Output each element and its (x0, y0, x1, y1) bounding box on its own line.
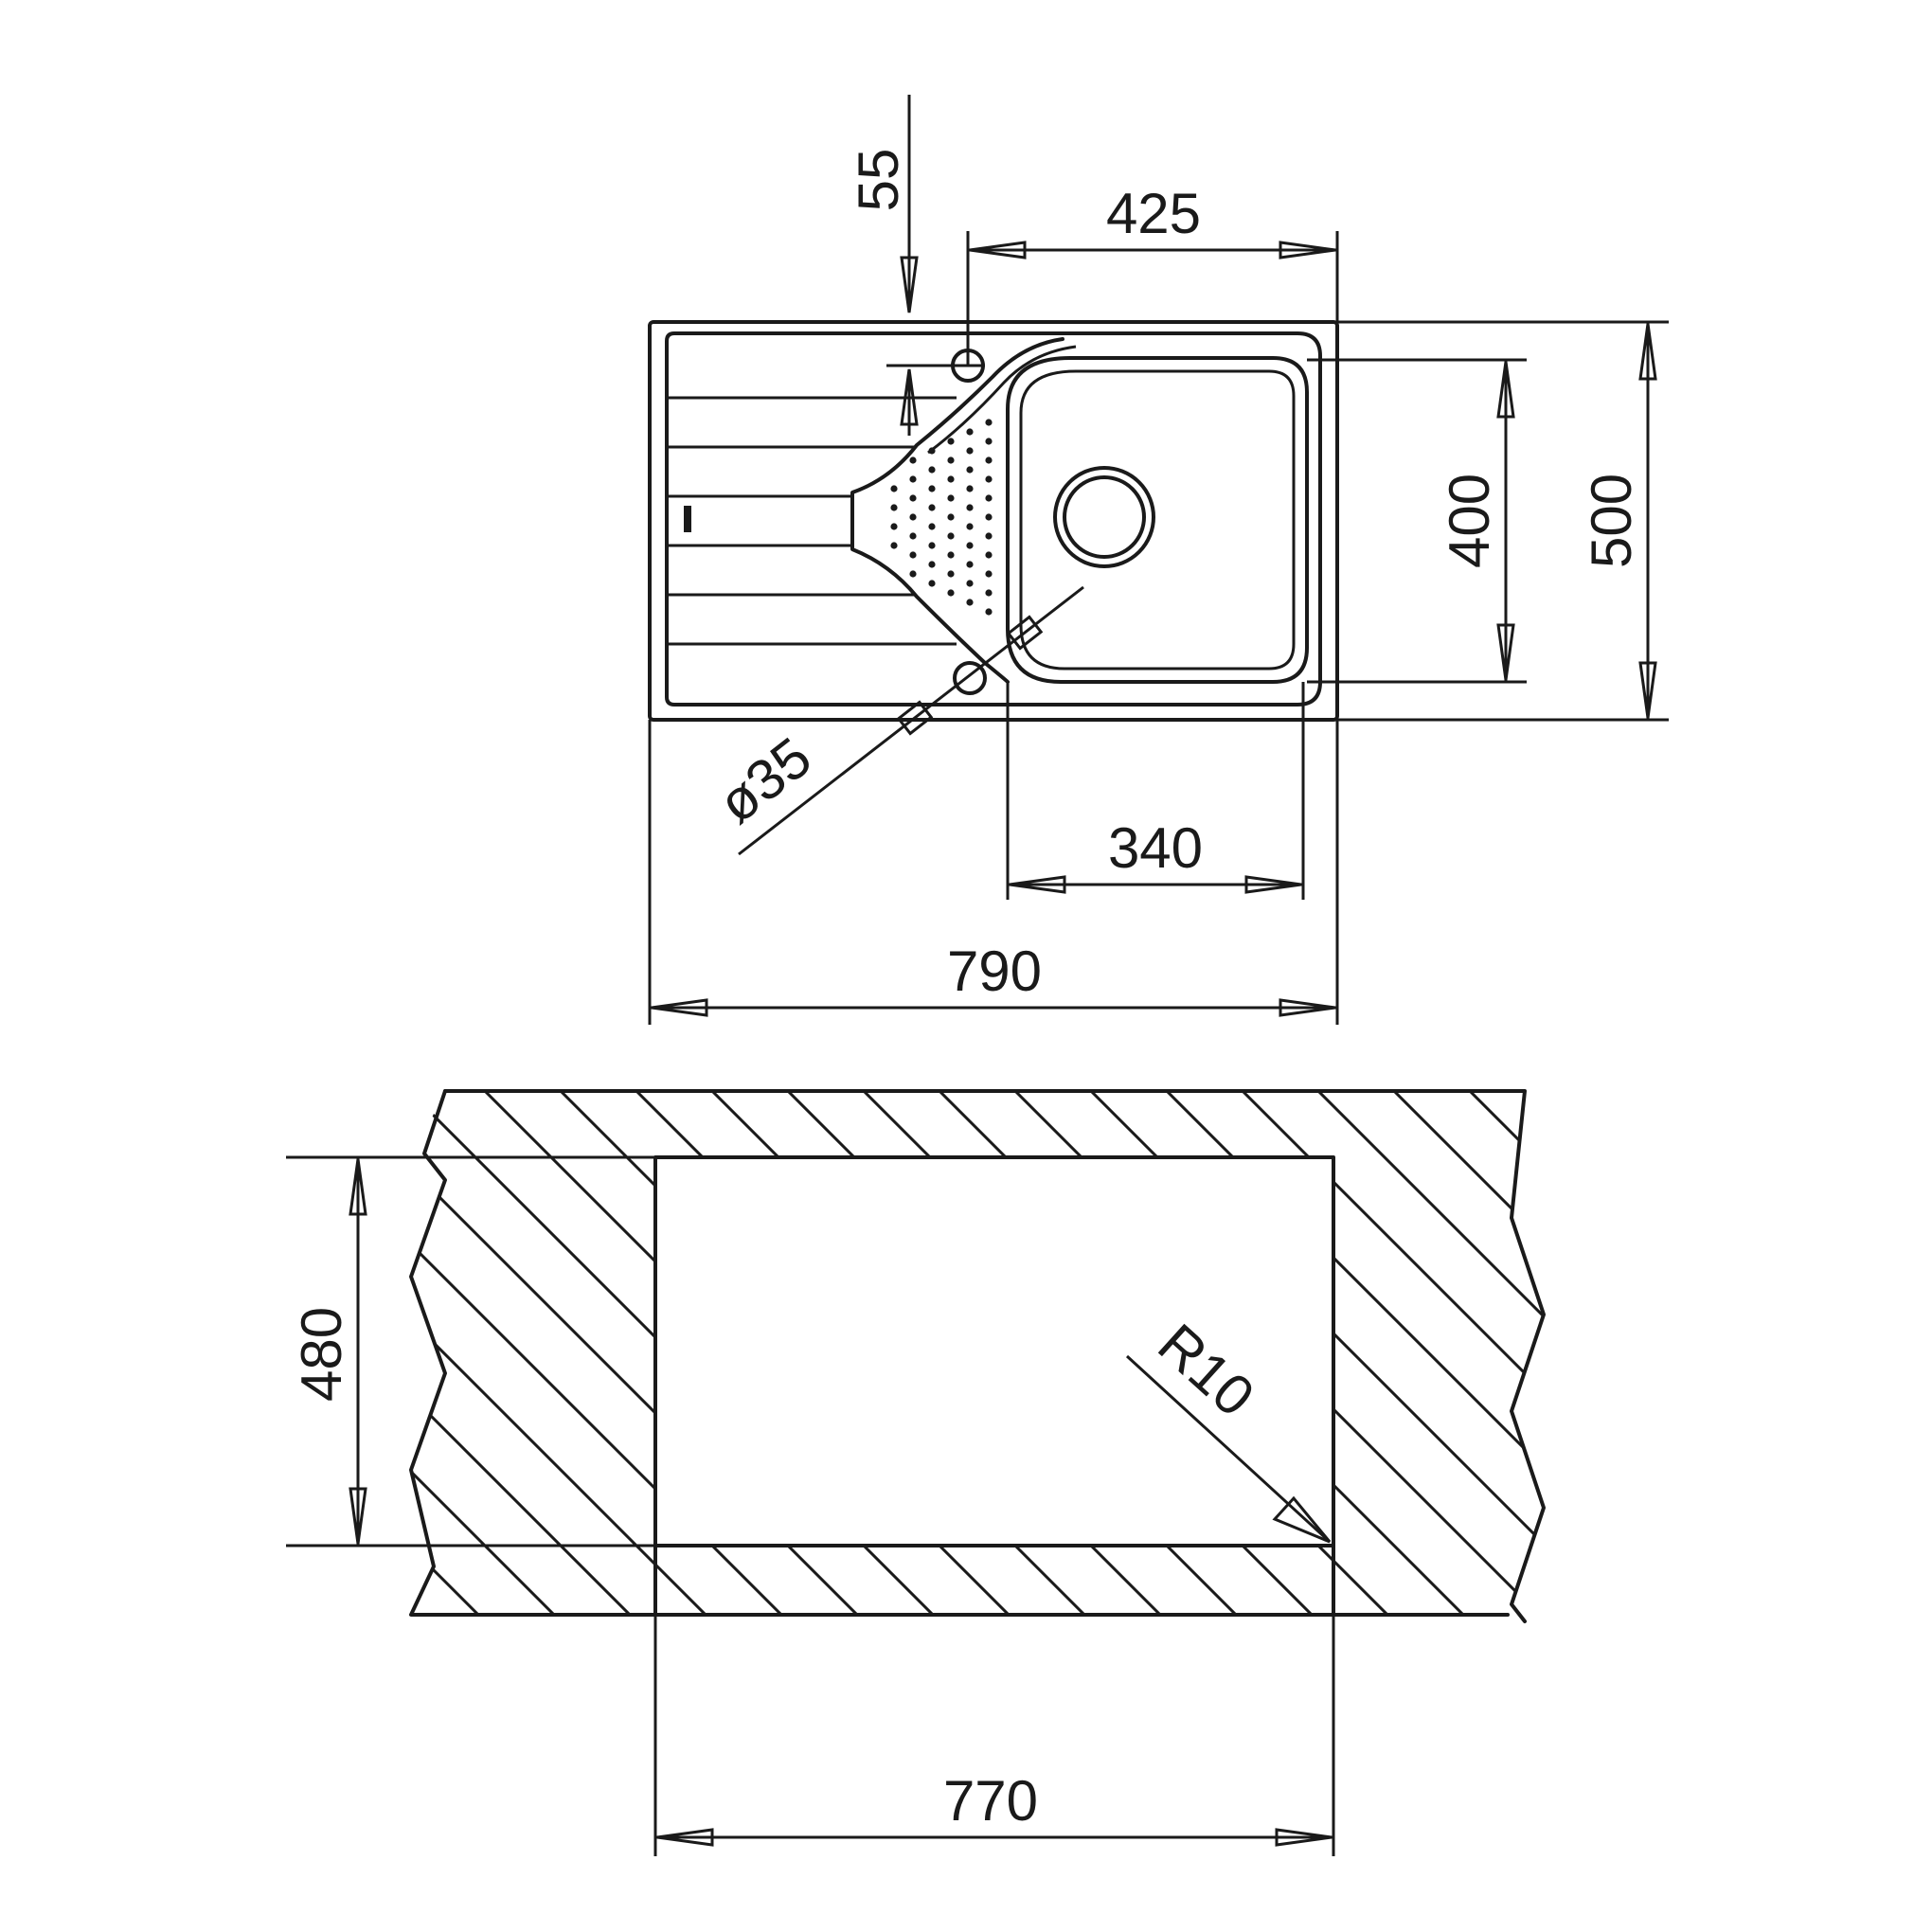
drainer-wedge-top (927, 345, 1077, 455)
sink-top-view (648, 320, 1339, 722)
drain-outer-ring (1053, 466, 1155, 568)
countertop-left-edge (409, 1089, 1510, 1617)
cutout-dimensions: 480 770 R10 (286, 1155, 1335, 1856)
dim-diameter-label: ø35 (707, 725, 823, 835)
top-view-dimensions: 55 425 400 500 340 790 (648, 95, 1669, 1025)
dim-500-label: 500 (1580, 474, 1643, 568)
sink-bowl-inner (1019, 369, 1296, 671)
dim-340-label: 340 (1108, 816, 1203, 880)
overflow-slot (684, 506, 691, 532)
sink-bowl (1006, 356, 1309, 684)
dim-400-label: 400 (1438, 474, 1501, 568)
dim-55-label: 55 (847, 149, 910, 212)
drainer-ribs (669, 396, 957, 646)
drainer-wedge (850, 337, 1064, 684)
sink-outer-rim (648, 320, 1339, 722)
dim-790-label: 790 (947, 939, 1042, 1003)
countertop-outline (443, 1089, 1546, 1623)
cutout-opening (653, 1155, 1335, 1547)
drain-perforations (890, 419, 993, 616)
overflow-hole (953, 661, 987, 695)
drain-leader-tick-a (1006, 615, 1044, 651)
drain-inner-ring (1063, 475, 1146, 559)
dim-480-label: 480 (290, 1307, 353, 1402)
dim-radius-label: R10 (1146, 1312, 1266, 1428)
sink-inner-tray (665, 331, 1322, 707)
dim-425-label: 425 (1106, 182, 1201, 245)
drain-leader-tick-b (896, 700, 934, 736)
dim-770-label: 770 (943, 1769, 1038, 1833)
